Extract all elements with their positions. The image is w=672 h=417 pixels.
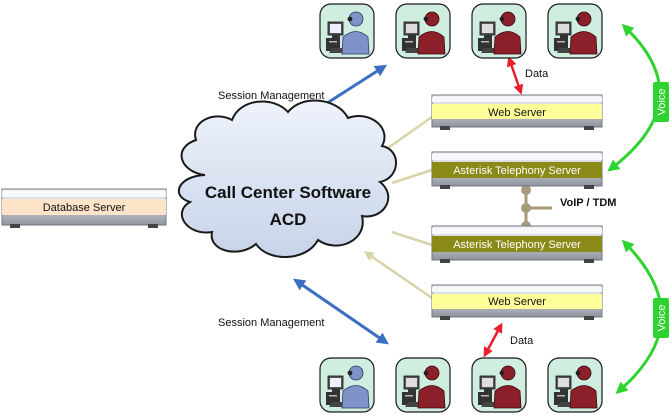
session-management-label-top: Session Management — [218, 90, 324, 102]
web-server-top-label: Web Server — [488, 107, 546, 119]
data-arrow-bottom — [483, 322, 503, 358]
agent-bottom-1-icon — [319, 357, 375, 413]
agent-top-3-icon — [471, 3, 527, 59]
voip-node-mid — [521, 203, 531, 213]
agents-bottom — [319, 357, 603, 413]
asterisk-server-top-label: Asterisk Telephony Server — [453, 165, 581, 177]
call-center-cloud: Call Center Software ACD — [178, 99, 397, 258]
voip-node-top — [521, 185, 531, 195]
connector-web-bottom — [363, 251, 433, 300]
voice-badge-bottom: Voice — [653, 298, 669, 338]
web-server-top: Web Server — [431, 94, 603, 130]
cloud-title-line1: Call Center Software — [205, 183, 371, 202]
database-server-label: Database Server — [43, 202, 126, 214]
agent-top-1-icon — [319, 3, 375, 59]
agent-bottom-2-icon — [395, 357, 451, 413]
asterisk-server-bottom-label: Asterisk Telephony Server — [453, 239, 581, 251]
session-management-label-bottom: Session Management — [218, 317, 324, 329]
asterisk-server-bottom: Asterisk Telephony Server — [431, 225, 603, 263]
database-server: Database Server — [1, 188, 167, 228]
connector-asterisk-bottom — [391, 230, 433, 247]
asterisk-server-top: Asterisk Telephony Server — [431, 151, 603, 189]
connector-asterisk-top — [391, 168, 433, 185]
agent-bottom-4-icon — [547, 357, 603, 413]
voice-label-bottom: Voice — [656, 305, 668, 332]
voice-badge-top: Voice — [653, 82, 669, 122]
cloud-title-line2: ACD — [270, 210, 307, 229]
session-arrow-bottom — [293, 278, 389, 345]
voip-tdm-label: VoIP / TDM — [560, 197, 616, 209]
web-server-bottom: Web Server — [431, 284, 603, 320]
agent-top-4-icon — [547, 3, 603, 59]
data-label-top: Data — [525, 68, 549, 80]
voice-arc-top — [607, 23, 662, 172]
agent-bottom-3-icon — [471, 357, 527, 413]
data-label-bottom: Data — [510, 335, 534, 347]
data-arrow-top — [506, 56, 524, 95]
agents-top — [319, 3, 603, 59]
agent-top-2-icon — [395, 3, 451, 59]
web-server-bottom-label: Web Server — [488, 296, 546, 308]
voice-label-top: Voice — [656, 89, 668, 116]
